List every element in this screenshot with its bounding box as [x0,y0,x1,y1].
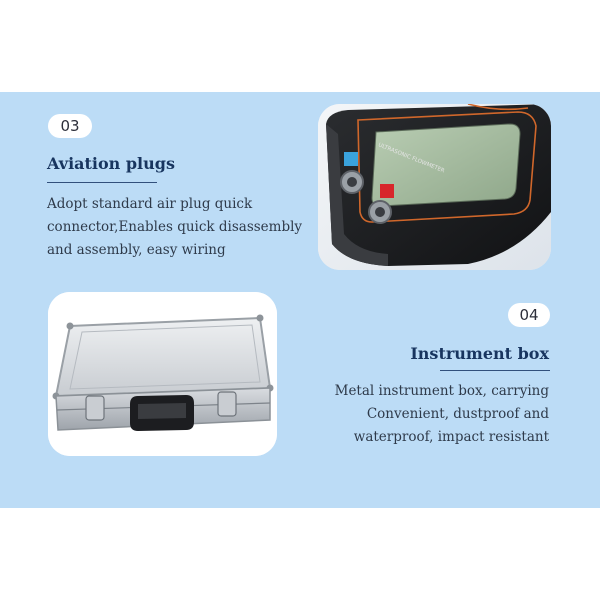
red-connector-tab [380,184,394,198]
description-line: Metal instrument box, carrying [334,383,549,399]
case-latch [217,391,237,417]
section-description-instrument-box: Metal instrument box, carrying Convenien… [335,380,549,449]
description-line: Convenient, dustproof and [366,406,549,422]
description-line: connector,Enables quick disassembly [47,219,303,235]
description-line: and assembly, easy wiring [47,242,226,258]
section-description-aviation-plugs: Adopt standard air plug quick connector,… [47,193,302,262]
instrument-box-photo [48,292,277,456]
title-underline [47,182,157,183]
aluminum-case-illustration [48,292,277,456]
aviation-plug-photo: ULTRASONIC FLOWMETER [318,104,551,270]
flowmeter-device-illustration: ULTRASONIC FLOWMETER [318,104,551,270]
case-latch [85,395,105,421]
section-number-badge: 03 [48,114,92,138]
description-line: waterproof, impact resistant [353,429,549,445]
section-title-aviation-plugs: Aviation plugs [47,154,175,173]
title-underline [440,370,550,371]
description-line: Adopt standard air plug quick [47,196,253,212]
section-number-badge: 04 [508,303,550,327]
section-title-instrument-box: Instrument box [410,344,549,363]
blue-connector-tab [344,152,358,166]
